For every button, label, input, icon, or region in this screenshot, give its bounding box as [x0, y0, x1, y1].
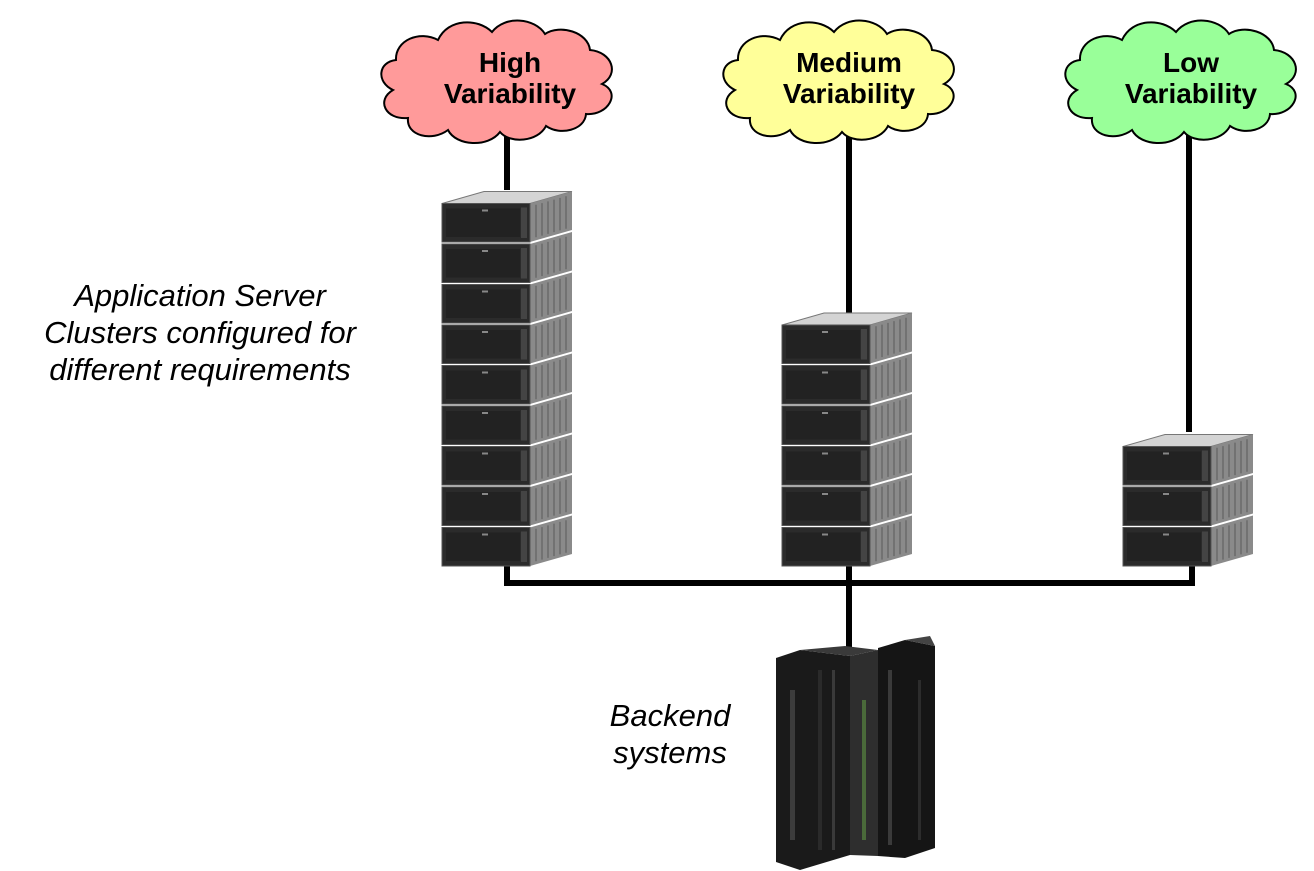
server-cluster-medium: [781, 312, 913, 567]
cloud-shape-medium: [722, 19, 955, 145]
server-cluster-low: [1122, 434, 1254, 567]
connection-lines: [504, 110, 1195, 655]
mainframe-icon: [776, 636, 935, 870]
rack-server-icon: [441, 232, 572, 283]
rack-server-icon: [441, 515, 572, 567]
rack-server-icon: [781, 515, 912, 567]
cloud-label-line: Medium: [796, 47, 902, 78]
cloud-label-line: Low: [1163, 47, 1219, 78]
rack-server-icon: [1122, 475, 1253, 526]
rack-server-icon: [441, 191, 573, 243]
rack-server-icon: [441, 313, 572, 364]
rack-server-icon: [781, 475, 912, 526]
rack-server-icon: [441, 475, 572, 526]
rack-server-icon: [441, 394, 572, 445]
rack-server-icon: [781, 312, 913, 364]
caption-line: systems: [613, 735, 727, 770]
cloud-shape-low: [1064, 19, 1297, 145]
caption-line: different requirements: [49, 352, 351, 387]
rack-server-icon: [781, 353, 912, 405]
cloud-label-line: Variability: [782, 78, 916, 109]
cloud-label-high: High Variability: [410, 47, 610, 109]
rack-server-icon: [441, 434, 572, 486]
rack-server-icon: [441, 272, 572, 324]
cloud-label-low: Low Variability: [1091, 47, 1291, 109]
rack-server-icon: [441, 353, 572, 405]
cloud-label-line: High: [478, 47, 542, 78]
caption-line: Backend: [609, 698, 731, 733]
backend-caption: Backend systems: [570, 697, 770, 771]
cloud-label-line: Variability: [443, 78, 577, 109]
cloud-label-medium: Medium Variability: [749, 47, 949, 109]
clusters-caption: Application Server Clusters configured f…: [0, 277, 400, 388]
cloud-label-line: Variability: [1124, 78, 1258, 109]
server-cluster-high: [441, 191, 573, 567]
caption-line: Application Server: [74, 278, 326, 313]
rack-server-icon: [1122, 434, 1254, 486]
cloud-shape-high: [380, 19, 613, 145]
rack-server-icon: [1122, 515, 1253, 567]
rack-server-icon: [781, 434, 912, 486]
caption-line: Clusters configured for: [44, 315, 356, 350]
rack-server-icon: [781, 394, 912, 445]
